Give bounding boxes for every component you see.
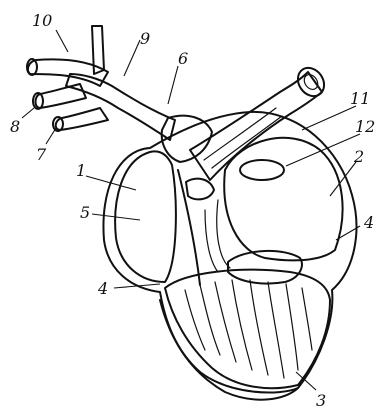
label-1: 1 xyxy=(76,161,86,180)
label-11: 11 xyxy=(350,89,370,108)
leader-11 xyxy=(302,106,356,130)
leader-6 xyxy=(168,66,178,104)
atrium-chamber-left xyxy=(115,151,176,282)
leader-1 xyxy=(86,176,136,190)
trunk-base-valve xyxy=(186,179,214,200)
label-9: 9 xyxy=(140,29,150,48)
label-3: 3 xyxy=(316,391,326,410)
leader-10 xyxy=(56,30,68,52)
label-10: 10 xyxy=(32,11,52,30)
arterial-trunk-opening xyxy=(293,63,330,101)
ventricle-trabeculae xyxy=(185,280,312,378)
leader-7 xyxy=(46,128,56,144)
label-6: 6 xyxy=(178,49,188,68)
chorda-2 xyxy=(217,200,230,268)
label-7: 7 xyxy=(36,145,47,164)
chorda-1 xyxy=(205,210,218,272)
label-leaders xyxy=(22,30,360,390)
label-12: 12 xyxy=(355,117,375,136)
ventricle-wall xyxy=(160,300,298,400)
label-4-right: 4 xyxy=(363,213,374,232)
atrial-septum xyxy=(178,170,200,285)
venous-trunk xyxy=(66,74,175,140)
leader-9 xyxy=(124,40,140,76)
opening-12 xyxy=(240,160,284,180)
av-valve xyxy=(228,251,302,284)
atrium-chamber-right xyxy=(224,138,342,261)
label-2: 2 xyxy=(353,147,364,166)
label-8: 8 xyxy=(10,117,20,136)
label-5: 5 xyxy=(80,203,90,222)
label-4-left: 4 xyxy=(97,279,108,298)
leader-8 xyxy=(22,108,34,118)
ventricle-chamber xyxy=(165,270,330,388)
